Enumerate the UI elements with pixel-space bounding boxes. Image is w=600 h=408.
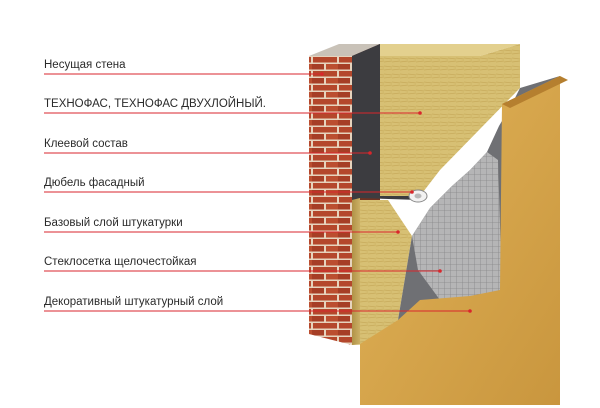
label-adhesive: Клеевой состав bbox=[44, 138, 128, 150]
label-base-plaster: Базовый слой штукатурки bbox=[44, 217, 183, 229]
insulation-lower-face bbox=[352, 200, 412, 345]
decorative-plaster-top-edge bbox=[502, 76, 568, 108]
label-load-bearing-wall: Несущая стена bbox=[44, 59, 126, 71]
label-decorative-plaster: Декоративный штукатурный слой bbox=[44, 296, 224, 308]
leader-dot bbox=[438, 269, 442, 273]
leader-dot bbox=[396, 230, 400, 234]
leader-dot bbox=[468, 309, 472, 313]
fiberglass-mesh bbox=[412, 152, 502, 300]
leader-dot bbox=[320, 72, 324, 76]
leader-dot bbox=[418, 111, 422, 115]
insulation-top bbox=[380, 44, 520, 56]
leader-dot bbox=[410, 190, 414, 194]
decorative-plaster-layer bbox=[360, 76, 560, 405]
label-fiberglass-mesh: Стеклосетка щелочестойкая bbox=[44, 256, 197, 268]
leader-dot bbox=[368, 151, 372, 155]
label-facade-dowel: Дюбель фасадный bbox=[44, 177, 145, 189]
brick-wall-face bbox=[309, 56, 352, 345]
label-insulation-product: ТЕХНОФАС, ТЕХНОФАС ДВУХЛОЙНЫЙ. bbox=[44, 98, 266, 110]
brick-wall-top bbox=[309, 44, 380, 56]
insulation-slab bbox=[380, 44, 520, 196]
facade-dowel bbox=[408, 189, 428, 203]
